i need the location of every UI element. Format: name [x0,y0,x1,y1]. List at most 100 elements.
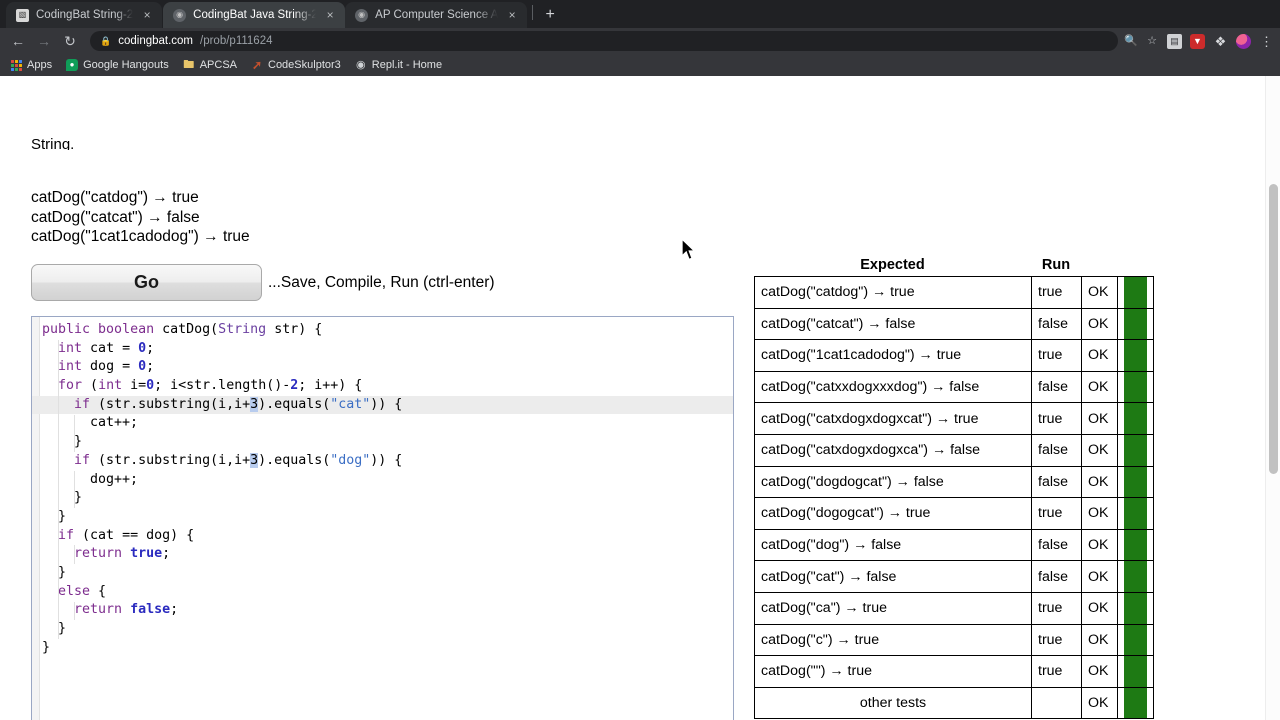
cell-pass-indicator [1117,686,1154,720]
tab-strip: ▧ CodingBat String-2 × ◉ CodingBat Java … [0,0,1280,28]
bookmark-apcsa[interactable]: 🖿 APCSA [183,59,237,71]
cell-expected: catDog("dogogcat") → true [754,497,1032,530]
code-token: } [42,434,83,450]
cell-expected: catDog("catxdogxdogxca") → false [754,433,1032,467]
code-line[interactable]: if (str.substring(i,i+3).equals("dog")) … [32,452,733,471]
status-badge [1124,656,1147,687]
codeskulptor-icon: ➚ [251,58,263,72]
code-line[interactable]: int dog = 0; [32,358,733,377]
code-token: ; [162,546,171,562]
bookmark-google-hangouts[interactable]: ● Google Hangouts [66,59,169,71]
bookmark-replit[interactable]: ◉ Repl.it - Home [355,59,442,71]
code-token [42,528,58,543]
briefcase-extension-icon[interactable]: ▤ [1167,33,1182,49]
code-token [122,602,130,617]
cell-status: OK [1081,623,1118,657]
cell-pass-indicator [1117,307,1154,341]
reload-button[interactable]: ↻ [64,33,76,49]
code-line[interactable]: } [32,639,733,658]
indent-guide [74,414,75,452]
back-button[interactable]: ← [11,33,25,49]
code-line[interactable]: } [32,508,733,527]
status-badge [1124,529,1147,561]
bookmark-apps[interactable]: Apps [10,59,52,71]
code-token: 2 [290,378,299,394]
new-tab-button[interactable]: + [545,6,555,23]
status-badge [1124,466,1147,498]
code-line[interactable]: return false; [32,601,733,620]
page-scrollbar[interactable] [1265,76,1280,720]
go-row: Go ...Save, Compile, Run (ctrl-enter) [31,264,495,301]
code-lines[interactable]: public boolean catDog(String str) { int … [32,321,733,657]
code-token: ( [82,378,99,394]
cell-expected: catDog("c") → true [754,623,1032,657]
code-editor[interactable]: public boolean catDog(String str) { int … [31,316,734,720]
code-token: ).equals( [258,452,331,468]
tab-close-icon[interactable]: × [326,8,334,22]
code-line[interactable]: } [32,433,733,452]
cell-run: false [1031,528,1082,562]
code-token: else [58,583,91,599]
cell-run: true [1031,276,1082,309]
code-token: "dog" [330,452,371,468]
zoom-icon[interactable]: 🔍 [1124,34,1139,47]
cell-status: OK [1081,402,1118,435]
code-line[interactable]: for (int i=0; i<str.length()-2; i++) { [32,377,733,396]
cell-status: OK [1081,339,1118,372]
code-line[interactable]: else { [32,583,733,602]
cell-run: true [1031,339,1082,372]
cell-pass-indicator [1117,402,1154,435]
header-run: Run [1041,257,1071,273]
url-domain: codingbat.com [118,35,194,47]
go-hint-text: ...Save, Compile, Run (ctrl-enter) [268,273,495,291]
clipped-problem-text: String. [31,136,75,150]
browser-tab-2[interactable]: ◉ CodingBat Java String-2 catDog × [163,2,346,28]
cell-run: true [1031,623,1082,657]
code-line[interactable]: public boolean catDog(String str) { [32,321,733,340]
browser-menu-icon[interactable]: ⋮ [1260,33,1273,49]
go-button[interactable]: Go [31,264,262,301]
shield-extension-icon[interactable]: ▼ [1190,33,1205,49]
globe-icon: ◉ [173,8,187,22]
code-token: return [74,602,123,618]
code-line[interactable]: if (str.substring(i,i+3).equals("cat")) … [32,395,733,415]
code-token: if [74,396,91,412]
tab-close-icon[interactable]: × [143,8,151,22]
code-token: 0 [138,359,147,375]
puzzle-extension-icon[interactable]: ❖ [1214,33,1227,49]
cell-status: OK [1081,465,1118,499]
code-line[interactable]: return true; [32,545,733,564]
code-line[interactable]: } [32,564,733,583]
code-line[interactable]: if (cat == dog) { [32,527,733,546]
indent-guide [58,339,59,639]
profile-avatar[interactable] [1236,33,1251,49]
code-line[interactable]: } [32,620,733,639]
tab-close-icon[interactable]: × [508,8,516,22]
scrollbar-thumb[interactable] [1269,184,1278,474]
code-token: ).equals( [258,396,331,412]
forward-button[interactable]: → [37,33,51,49]
code-line[interactable]: cat++; [32,414,733,433]
address-bar[interactable]: 🔒 codingbat.com/prob/p111624 [90,31,1119,51]
bookmark-codeskulptor3[interactable]: ➚ CodeSkulptor3 [251,59,341,71]
code-line[interactable]: dog++; [32,471,733,490]
code-line[interactable]: int cat = 0; [32,340,733,359]
code-token: return [74,546,123,562]
code-line[interactable]: } [32,489,733,508]
code-token: 3 [250,396,259,412]
code-editor-inner[interactable]: public boolean catDog(String str) { int … [32,317,733,720]
browser-tab-1[interactable]: ▧ CodingBat String-2 × [6,2,163,28]
cell-expected: catDog("catdog") → true [754,276,1032,309]
cell-run: false [1031,560,1082,593]
browser-tab-3[interactable]: ◉ AP Computer Science A Java G × [345,2,528,28]
cell-expected: catDog("dogdogcat") → false [754,465,1032,499]
bookmark-star-icon[interactable]: ☆ [1147,34,1157,47]
code-token: for [58,378,83,394]
cell-run: false [1031,433,1082,467]
